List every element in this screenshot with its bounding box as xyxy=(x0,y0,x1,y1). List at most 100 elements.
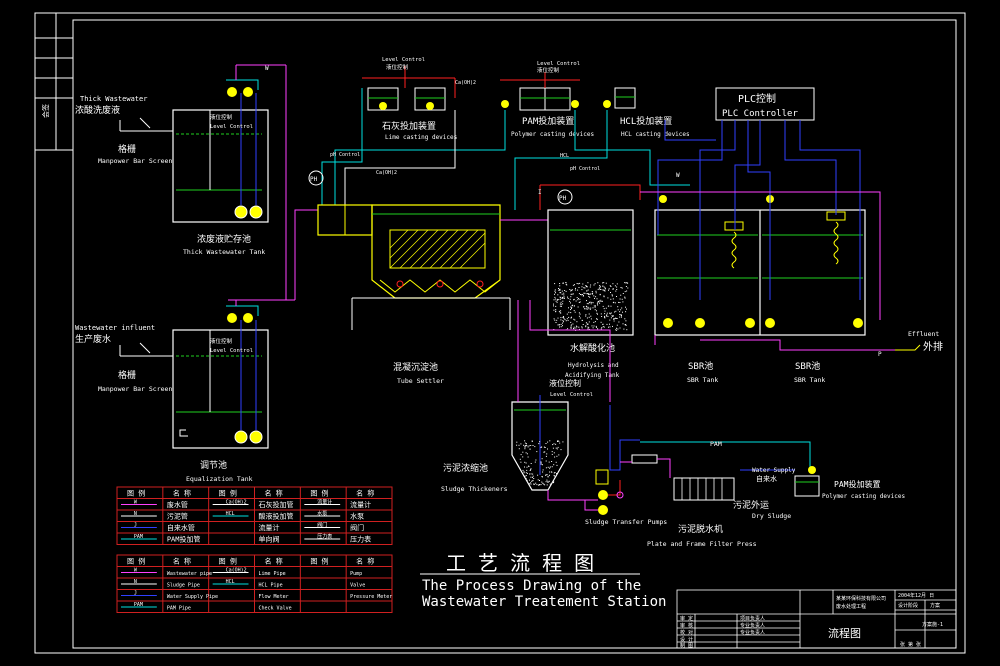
filter-press xyxy=(620,441,820,501)
legend-symbol-code: PAM xyxy=(134,534,143,540)
code-caoh-2: Ca(OH)2 xyxy=(376,170,397,176)
legend-symbol-code: W xyxy=(134,500,138,506)
legend-name-cell: Pump xyxy=(350,571,362,577)
legend-header-cell: 名 称 xyxy=(265,557,283,566)
dosing-pipes xyxy=(321,88,690,210)
legend-name-cell: 流量计 xyxy=(350,500,371,509)
legend-header-cell: 图 例 xyxy=(310,489,328,498)
lime-dosing xyxy=(362,66,456,111)
legend-header-cell: 图 例 xyxy=(127,489,145,498)
legend-symbol-code: J xyxy=(134,523,137,529)
hcl-dosing xyxy=(603,87,636,109)
tb-col-1: 专业负责人 xyxy=(740,622,765,629)
legend-name-cell: HCL Pipe xyxy=(259,583,283,589)
water-supply-cn: 自来水 xyxy=(756,474,777,483)
margin-strip xyxy=(35,13,73,151)
legend-header-cell: 图 例 xyxy=(219,489,237,498)
title-en-2: Wastewater Treatement Station xyxy=(422,594,666,610)
legend-symbol-code: Ca(OH)2 xyxy=(226,500,247,506)
thick-inlet-en: Thick Wastewater xyxy=(80,95,147,103)
legend-header-cell: 图 例 xyxy=(127,557,145,566)
hydro-en-2: Acidifying Tank xyxy=(565,372,620,379)
sludge-dots xyxy=(516,440,564,486)
lime-cn: 石灰投加装置 xyxy=(382,120,436,132)
title-en-1: The Process Drawing of the xyxy=(422,578,641,594)
settler-en: Tube Settler xyxy=(397,377,444,385)
legend-symbol-code: HCL xyxy=(226,511,235,517)
legend-name-cell: 水泵 xyxy=(350,512,364,521)
tb-number: 方案施-1 xyxy=(922,621,943,628)
code-i-1: I xyxy=(538,189,542,196)
dry-en: Dry Sludge xyxy=(752,512,791,520)
legend-header-cell: 图 例 xyxy=(310,557,328,566)
bar-screen-cn-2: 格栅 xyxy=(118,369,136,381)
transfer-en: Sludge Transfer Pumps xyxy=(585,518,667,526)
legend-header-cell: 名 称 xyxy=(173,557,191,566)
legend-name-cell: 自来水管 xyxy=(167,523,195,532)
ph-sensor-2 xyxy=(557,189,573,205)
legend-symbol-code: N xyxy=(134,511,137,517)
legend-header-cell: 名 称 xyxy=(356,557,374,566)
lime-en: Lime casting devices xyxy=(385,134,458,141)
plc-box xyxy=(715,87,815,121)
ph-control-2: pH Control xyxy=(570,166,600,172)
tb-stage: 设计阶段 xyxy=(898,602,918,609)
effluent-outlet xyxy=(895,344,921,351)
bar-screen-cn-1: 格栅 xyxy=(118,143,136,155)
pam-en: Polymer casting devices xyxy=(511,131,594,138)
legend-name-cell: 流量计 xyxy=(259,523,280,532)
filter-en: Plate and Frame Filter Press xyxy=(647,540,757,548)
legend-name-cell: Valve xyxy=(350,583,365,589)
settler-cn: 混凝沉淀池 xyxy=(393,361,438,373)
code-hcl-1: HCL xyxy=(560,153,569,159)
title-cn: 工 艺 流 程 图 xyxy=(446,551,594,575)
sludge-thickener xyxy=(511,395,569,491)
tb-row-4: 制 图 xyxy=(680,642,693,649)
tb-date: 2004年12月 日 xyxy=(898,592,934,599)
tb-company: 某某环保科技有限公司 xyxy=(836,595,886,602)
legend-name-cell: 污泥管 xyxy=(167,512,188,521)
legend-name-cell: 阀门 xyxy=(350,523,364,532)
legend-name-cell: 废水管 xyxy=(167,500,188,509)
legend-name-cell: Flow Meter xyxy=(259,594,289,600)
filter-cn: 污泥脱水机 xyxy=(678,523,723,535)
legend-header-cell: 名 称 xyxy=(265,489,283,498)
legend-symbol-code: Ca(OH)2 xyxy=(226,568,247,574)
code-w-2: W xyxy=(676,172,680,179)
legend-grid xyxy=(116,486,393,613)
legend-name-cell: Lime Pipe xyxy=(259,571,286,577)
legend-symbol-code: 阀门 xyxy=(317,522,327,529)
legend-symbol-code: 水泵 xyxy=(317,510,327,517)
outer-frame xyxy=(34,12,966,654)
legend-name-cell: Sludge Pipe xyxy=(167,583,200,589)
ph-control-label: pH Control xyxy=(330,152,360,158)
hydrolysis-media xyxy=(553,282,629,331)
pam-cn: PAM投加装置 xyxy=(522,115,574,127)
tb-page: 张 第 张 xyxy=(900,641,921,648)
legend-name-cell: Water Supply Pipe xyxy=(167,594,218,600)
hcl-cn: HCL投加装置 xyxy=(620,115,672,127)
level-control-en-2: Level Control xyxy=(210,348,253,354)
water-supply-en: Water Supply xyxy=(752,467,796,474)
code-w-1: W xyxy=(265,65,269,72)
sludge-pipes xyxy=(517,300,611,402)
thickener-en: Sludge Thickeners xyxy=(441,485,508,493)
legend-symbol-code: HCL xyxy=(226,579,235,585)
bar-screen-en-1: Manpower Bar Screen xyxy=(98,157,172,165)
tb-row-0: 审 定 xyxy=(680,615,693,622)
legend-symbol-code: 压力表 xyxy=(317,533,332,540)
bar-screen-en-2: Manpower Bar Screen xyxy=(98,385,172,393)
eq-tank-cn: 调节池 xyxy=(200,459,227,471)
sbr1-en: SBR Tank xyxy=(687,376,718,384)
pam-device-cn: PAM投加装置 xyxy=(834,479,880,489)
tb-col-2: 专业负责人 xyxy=(740,629,765,636)
plc-signal-lines xyxy=(539,120,895,351)
tb-stage-val: 方案 xyxy=(930,602,940,609)
sbr2-en: SBR Tank xyxy=(794,376,825,384)
legend-name-cell: 单向阀 xyxy=(259,535,280,544)
pam-level-cn: 液位控制 xyxy=(537,66,560,74)
tube-settler xyxy=(317,204,511,330)
influent-en: Wastewater influent xyxy=(75,324,155,332)
ph-marker-2: PH xyxy=(559,195,567,202)
